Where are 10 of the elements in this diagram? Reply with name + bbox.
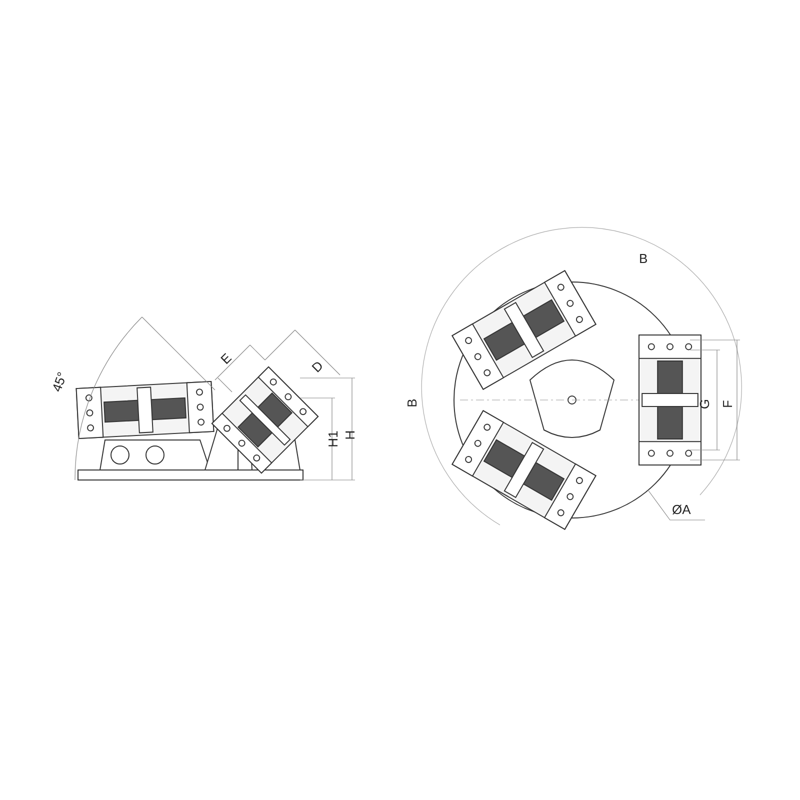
dimension-label: E	[218, 350, 234, 368]
dimension-label: F	[720, 400, 735, 408]
dimension-label: ØA	[672, 503, 691, 517]
dimension-label: H1	[326, 430, 340, 448]
dimension-label: H	[344, 430, 358, 440]
dimension-label: 45°	[50, 370, 70, 394]
dimension-label: B	[639, 252, 648, 266]
dimension-label: D	[309, 358, 326, 376]
dimension-label: B	[405, 398, 420, 408]
dimension-label: G	[698, 398, 712, 410]
